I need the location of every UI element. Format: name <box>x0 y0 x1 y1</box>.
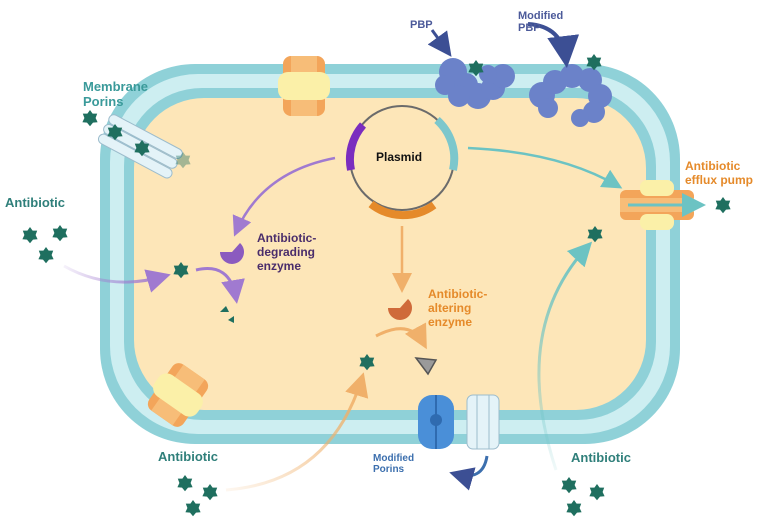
antibiotic-star-icon <box>52 225 68 242</box>
antibiotic-star-icon <box>82 110 98 127</box>
porin-channel-top-icon <box>278 56 330 116</box>
arrow-antibiotic-bottom-right <box>537 241 593 471</box>
antibiotic-star-icon <box>715 197 731 214</box>
arrow-degrading-reaction <box>195 267 245 304</box>
broken-antibiotic-icon <box>220 306 234 323</box>
plasmid-label: Plasmid <box>376 150 422 164</box>
antibiotic-star-icon <box>561 477 577 494</box>
antibiotic-bottom-right-label: Antibiotic <box>571 450 631 465</box>
antibiotic-bottom-left-label: Antibiotic <box>158 449 218 464</box>
arrow-altering-reaction <box>375 322 427 350</box>
antibiotic-star-icon <box>22 227 38 244</box>
antibiotic-star-icon <box>38 247 54 264</box>
altered-antibiotic-icon <box>414 357 438 376</box>
degrading-enzyme-label: Antibiotic- degrading enzyme <box>257 231 320 273</box>
membrane-porins-label: Membrane Porins <box>83 79 152 109</box>
modified-porins-arrow <box>449 455 489 491</box>
porin-channel-bottom-icon <box>147 363 209 427</box>
antibiotic-star-icon <box>185 500 201 517</box>
pbp-protein-icon <box>435 58 515 109</box>
modified-pbp-protein-icon <box>529 64 612 127</box>
antibiotic-star-icon <box>177 475 193 492</box>
arrow-plasmid-to-efflux <box>467 146 623 189</box>
antibiotic-star-icon <box>566 500 582 517</box>
pbp-label: PBP <box>410 19 433 31</box>
cytoplasm <box>134 98 646 410</box>
altering-enzyme-label: Antibiotic- altering enzyme <box>428 287 491 329</box>
altering-enzyme-icon <box>388 299 412 320</box>
arrow-antibiotic-bottom-left <box>225 372 369 492</box>
arrow-pbp <box>427 29 452 57</box>
antibiotic-star-icon <box>589 484 605 501</box>
arrow-antibiotic-left-to-cell <box>63 264 171 293</box>
arrow-modified-pbp <box>527 22 580 68</box>
efflux-pump-icon <box>620 180 706 230</box>
plasmid-ring-icon <box>345 105 459 220</box>
antibiotic-star-icon <box>202 484 218 501</box>
efflux-pump-label: Antibiotic efflux pump <box>685 159 753 187</box>
modified-porins-icon <box>418 394 500 450</box>
modified-porins-label: Modified Porins <box>373 453 417 475</box>
antibiotic-left-label: Antibiotic <box>5 195 65 210</box>
degrading-enzyme-icon <box>220 243 244 264</box>
modified-pbp-label: Modified PBP <box>518 10 566 34</box>
arrow-plasmid-to-degrading-enzyme <box>232 156 336 237</box>
